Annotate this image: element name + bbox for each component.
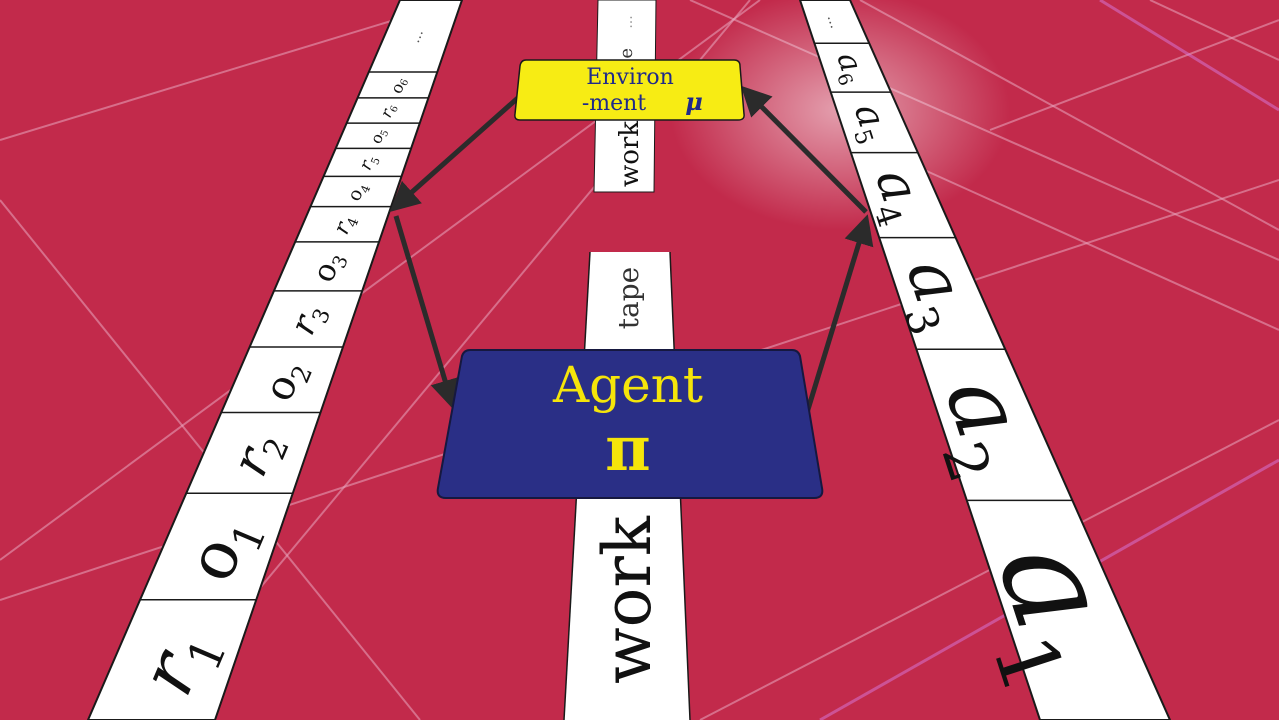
left-tape-cell-r6: r6 — [377, 101, 401, 121]
work-tape-front-work-label: work — [589, 515, 666, 684]
arrow-left-tape-to-agent — [393, 215, 460, 410]
work-tape-front-tape-label: tape — [612, 267, 645, 329]
left-tape-cell-index: 6 — [399, 78, 412, 88]
arrow-agent-to-right-tape — [803, 214, 874, 417]
left-tape-strip — [86, 0, 464, 720]
agent-label: Agent — [552, 356, 703, 414]
environment-box: Environ -ment μ — [514, 59, 745, 121]
environment-label-line2: -ment — [582, 91, 646, 116]
work-tape-back-work-label: work — [615, 121, 645, 187]
agent-pi-symbol: π — [605, 412, 650, 485]
work-tape-front-fade — [589, 252, 671, 282]
agent-box-shape — [436, 349, 824, 499]
work-tape-back-dots: ... — [620, 15, 636, 28]
environment-mu-symbol: μ — [685, 87, 703, 116]
right-tape-strip — [798, 0, 1172, 720]
left-tape-cell-o6: o6 — [386, 74, 411, 97]
interaction-arrows — [389, 85, 874, 417]
environment-box-shape — [514, 59, 745, 121]
left-tape: r1o1r2o2r3o3r4o4r5o5r6o6... — [86, 0, 464, 720]
left-tape-cell-o5: o5 — [367, 125, 391, 147]
arrow-env-to-left-tape — [389, 94, 522, 212]
left-tape-cell-index: 5 — [379, 129, 392, 139]
arrow-right-tape-to-env — [740, 85, 868, 214]
left-tape-ellipsis: ... — [407, 27, 427, 46]
agent-box: Agent π — [436, 349, 824, 499]
environment-label-line1: Environ — [586, 65, 674, 90]
left-tape-cell-index: 6 — [388, 104, 401, 114]
right-tape-ellipsis: ... — [824, 13, 843, 31]
left-tape-cell-index: 5 — [368, 155, 383, 167]
right-tape: a1a2a3a4a5a6... — [798, 0, 1172, 720]
